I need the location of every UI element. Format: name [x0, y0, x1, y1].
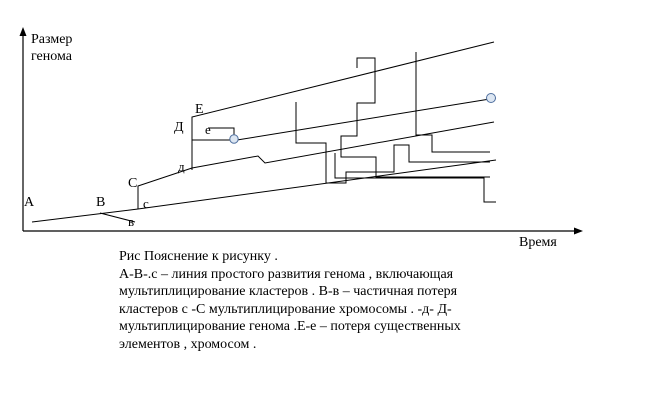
cluster-loss-branch — [99, 212, 136, 223]
endpoint-marker-right — [486, 93, 496, 103]
axes — [19, 27, 583, 235]
endpoint-marker-left — [229, 134, 239, 144]
label-e-lower: е — [205, 122, 211, 137]
chromosome-multiplication-branch — [137, 167, 193, 209]
genome-multiplication-lower-line — [192, 97, 497, 141]
y-axis-title-line-2: генома — [31, 49, 72, 64]
figure-caption: Рис Пояснение к рисунку . А-В-.с – линия… — [119, 248, 539, 354]
branch-4 — [334, 153, 496, 203]
label-E: E — [195, 102, 204, 117]
caption-line: мультиплицирование генома .Е-е – потеря … — [119, 319, 461, 335]
label-C: C — [128, 176, 138, 191]
branch-1 — [295, 102, 490, 184]
caption-line: А-В-.с – линия простого развития генома … — [119, 266, 454, 282]
x-axis-arrow-icon — [574, 227, 583, 235]
caption-line: элементов , хромосом . — [119, 336, 257, 352]
caption-line: мультиплицирование кластеров . В-в – час… — [119, 284, 458, 300]
caption-line: кластеров с -С мультиплицирование хромос… — [119, 301, 452, 317]
intermediate-line — [191, 121, 495, 169]
simple-development-line — [31, 159, 497, 223]
caption-title: Рис Пояснение к рисунку . — [119, 249, 278, 264]
branch-2 — [340, 57, 490, 178]
label-b-lower: в — [128, 214, 135, 229]
genome-multiplication-upper-line — [191, 41, 495, 170]
y-axis-arrow-icon — [19, 27, 27, 36]
label-A: A — [24, 195, 35, 210]
label-B: B — [96, 195, 106, 210]
label-D: Д — [174, 120, 184, 135]
label-d-lower: д — [178, 159, 185, 174]
label-c-lower: c — [143, 196, 149, 211]
y-axis-title-line-1: Размер — [31, 32, 73, 47]
branch-3 — [415, 52, 490, 153]
x-axis-title: Время — [519, 235, 557, 250]
